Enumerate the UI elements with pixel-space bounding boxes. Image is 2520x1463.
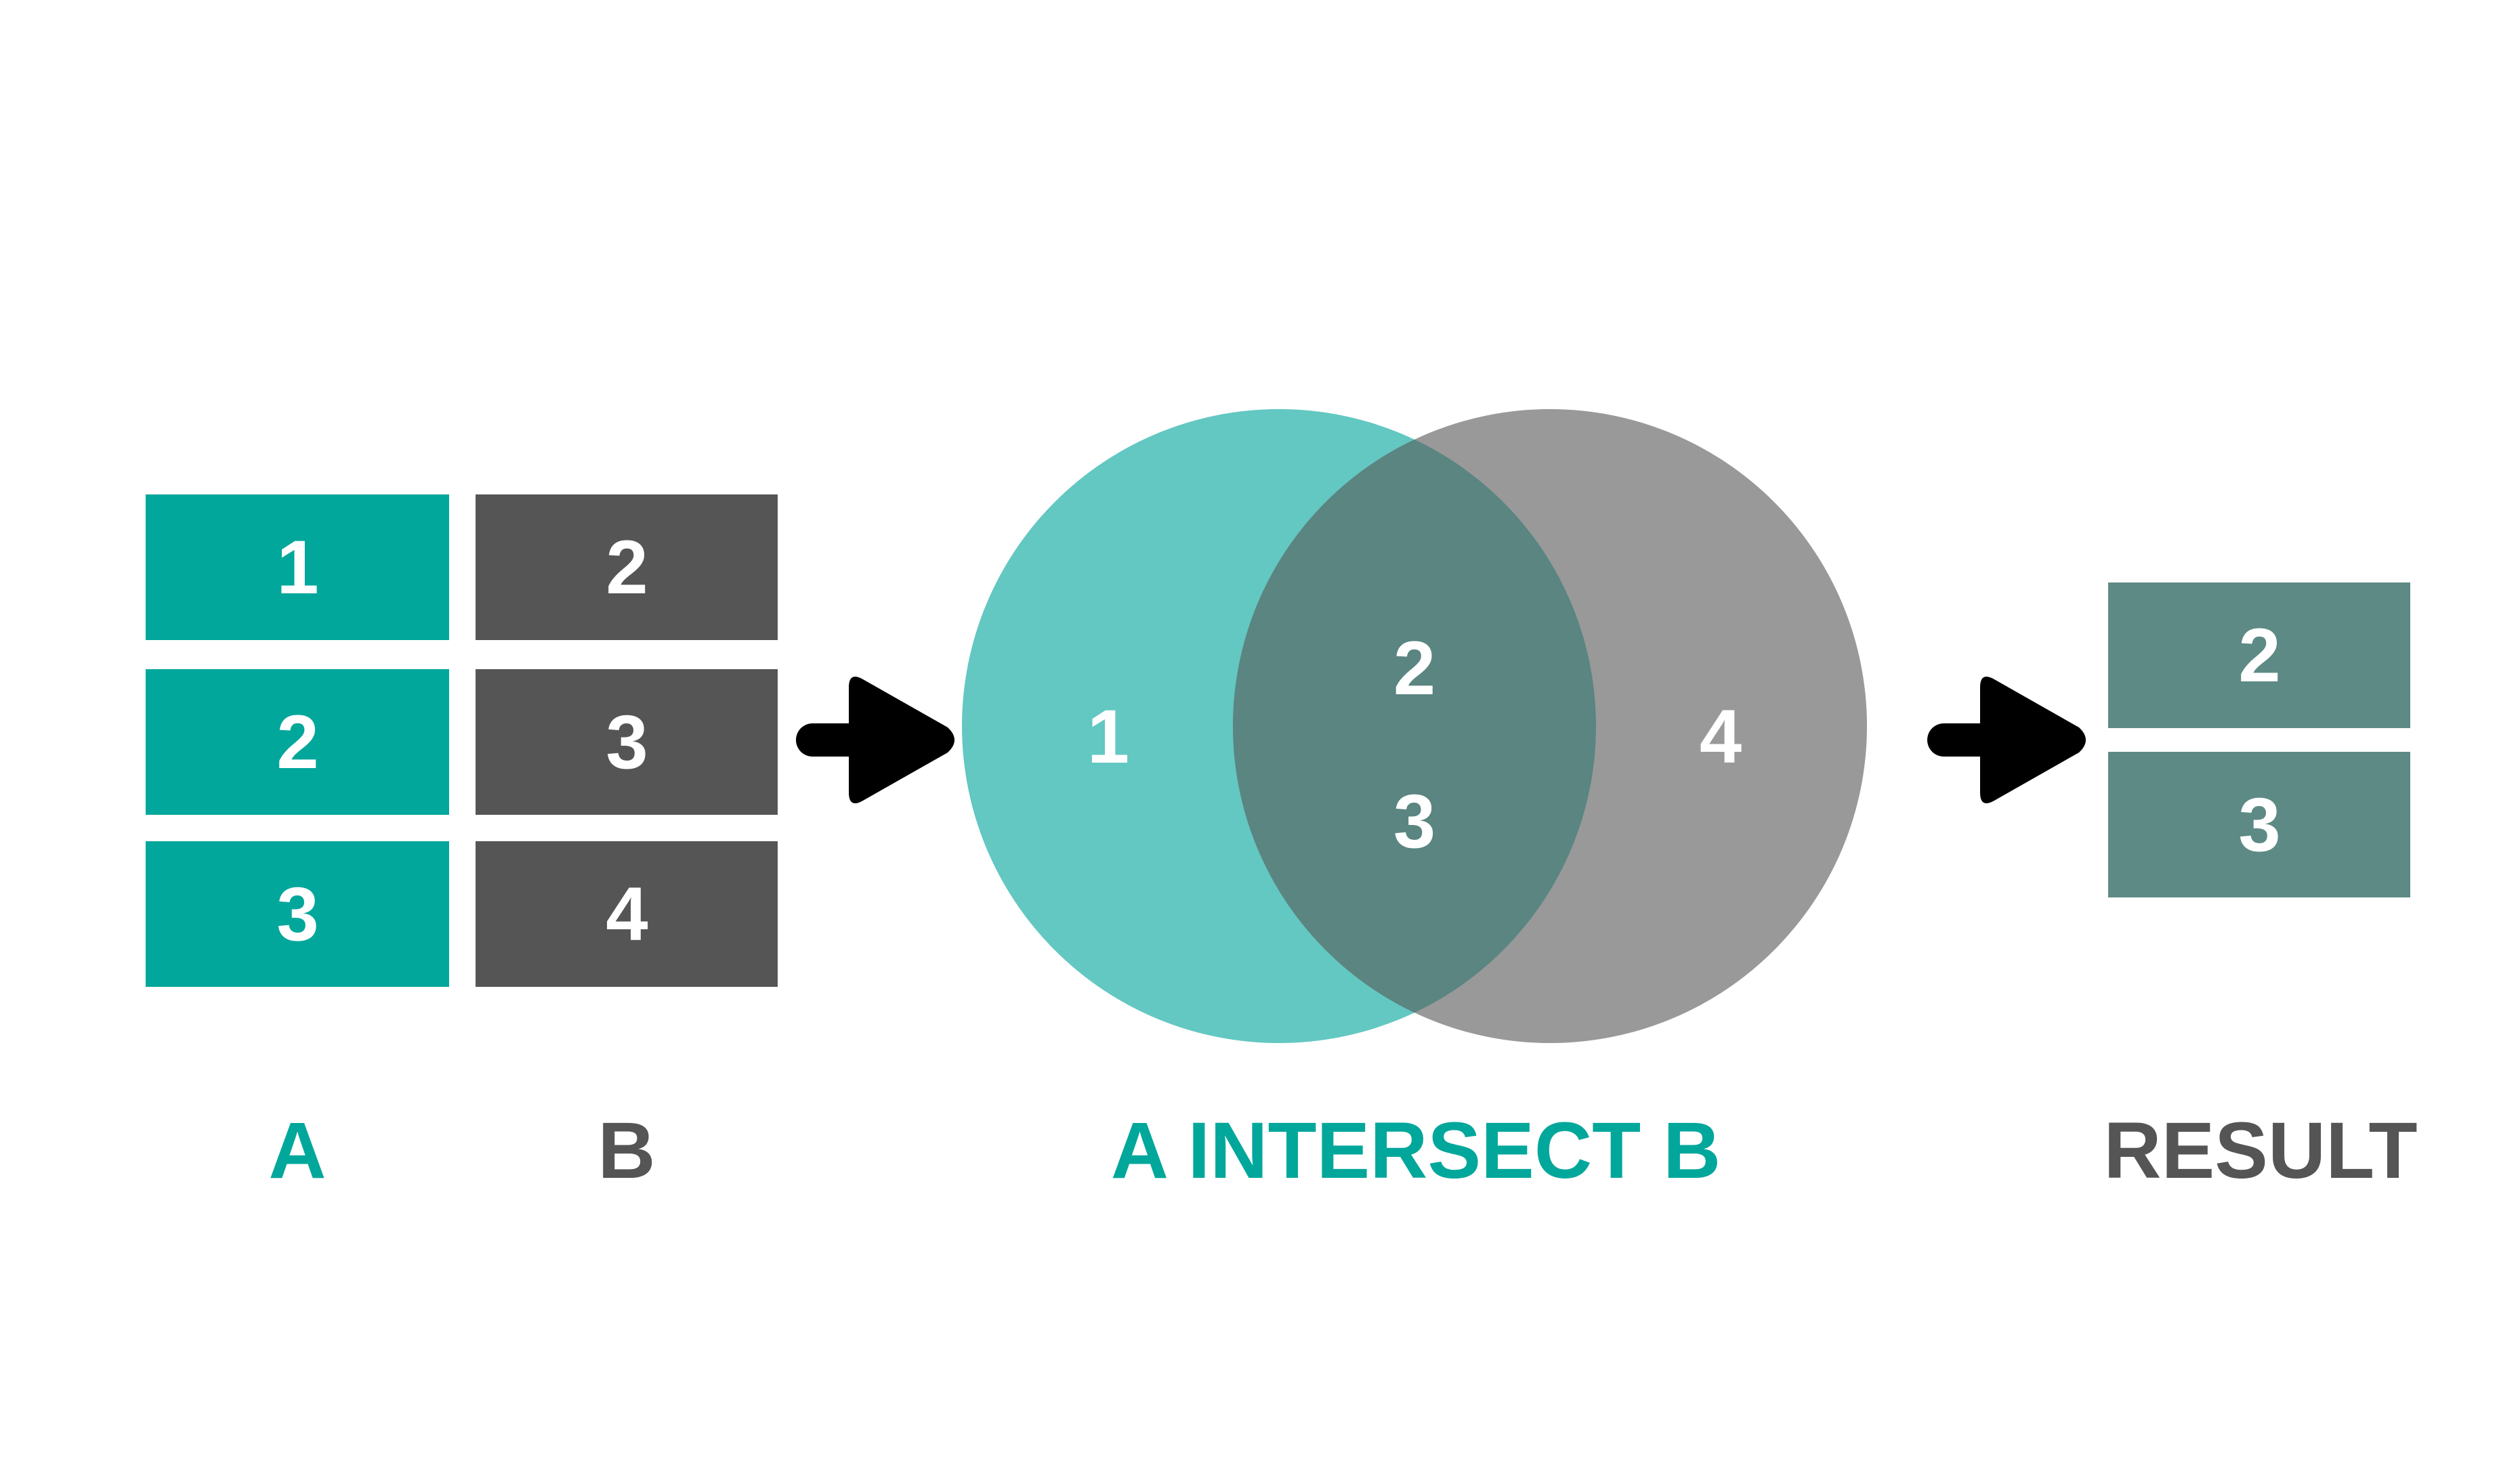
set-b-cell: 3 bbox=[476, 669, 778, 815]
result-cell-value: 2 bbox=[2238, 612, 2280, 698]
set-b-cell: 4 bbox=[476, 841, 778, 987]
set-a-cell-value: 1 bbox=[276, 524, 318, 610]
result-cell: 3 bbox=[2108, 752, 2410, 897]
result-caption: RESULT bbox=[2103, 1106, 2418, 1195]
set-a-cell: 2 bbox=[146, 669, 449, 815]
set-a-caption: A bbox=[268, 1106, 327, 1195]
set-b-caption: B bbox=[597, 1106, 656, 1195]
set-b-cell-value: 2 bbox=[606, 524, 648, 610]
set-a-cell-value: 2 bbox=[276, 699, 318, 784]
arrow-right-icon bbox=[796, 667, 959, 813]
set-a-cell-value: 3 bbox=[276, 871, 318, 956]
arrow-right-icon bbox=[1927, 667, 2090, 813]
result-cell: 2 bbox=[2108, 582, 2410, 728]
set-a-cell: 3 bbox=[146, 841, 449, 987]
result-cell-value: 3 bbox=[2238, 782, 2280, 867]
set-b-cell-value: 4 bbox=[606, 871, 648, 956]
set-b-cell: 2 bbox=[476, 494, 778, 640]
venn-caption: A INTERSECT B bbox=[1110, 1106, 1721, 1195]
set-b-cell-value: 3 bbox=[606, 699, 648, 784]
set-a-cell: 1 bbox=[146, 494, 449, 640]
venn-intersection bbox=[1233, 409, 1596, 1043]
venn-diagram: 1 2 3 4 bbox=[962, 409, 1867, 1043]
